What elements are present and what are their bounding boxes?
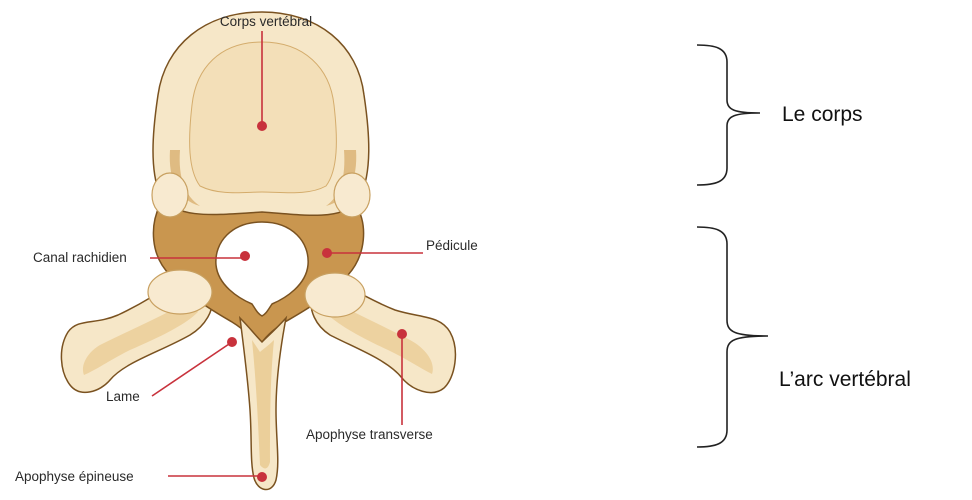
group-label-corps: Le corps: [782, 103, 863, 126]
marker-apophyse-transverse: [397, 329, 407, 339]
group-labels: Le corps L’arc vertébral: [779, 103, 911, 391]
marker-canal-rachidien: [240, 251, 250, 261]
label-pedicule: Pédicule: [426, 238, 478, 253]
group-label-arc: L’arc vertébral: [779, 368, 911, 391]
label-apophyse-transverse: Apophyse transverse: [306, 427, 433, 442]
left-articular-facet: [148, 270, 212, 314]
left-body-knob: [152, 173, 188, 217]
brace-corps: [697, 45, 760, 185]
label-canal-rachidien: Canal rachidien: [33, 250, 127, 265]
group-braces: [697, 45, 768, 447]
vertebral-body-inner: [190, 42, 337, 193]
marker-pedicule: [322, 248, 332, 258]
marker-apophyse-epineuse: [257, 472, 267, 482]
marker-corps-vertebral: [257, 121, 267, 131]
right-articular-facet: [305, 273, 365, 317]
right-body-knob: [334, 173, 370, 217]
marker-lame: [227, 337, 237, 347]
label-corps-vertebral: Corps vertébral: [220, 14, 312, 29]
label-apophyse-epineuse: Apophyse épineuse: [15, 469, 134, 484]
leader-lame: [152, 342, 232, 396]
brace-arc: [697, 227, 768, 447]
label-lame: Lame: [106, 389, 140, 404]
